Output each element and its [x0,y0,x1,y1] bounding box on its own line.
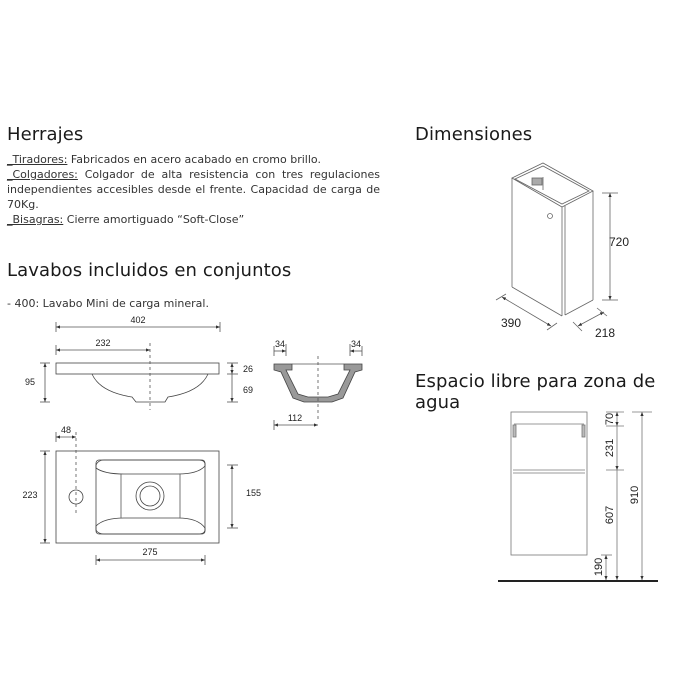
item-text: Colgador de alta resistencia con tres re… [7,168,380,211]
dim-720: 720 [609,235,629,249]
dim-95: 95 [25,377,35,387]
herrajes-item-tiradores: _Tiradores: Fabricados en acero acabado … [7,152,380,167]
dim-190: 190 [593,558,605,576]
herrajes-title: Herrajes [7,124,84,145]
dim-34-left: 34 [275,339,285,349]
dim-607: 607 [604,506,616,524]
herrajes-item-colgadores: _Colgadores: Colgador de alta resistenci… [7,167,380,212]
dim-218: 218 [595,326,615,340]
herrajes-text: _Tiradores: Fabricados en acero acabado … [7,152,380,227]
dim-275: 275 [142,547,157,557]
dim-223: 223 [22,490,37,500]
espacio-title: Espacio libre para zona de agua [415,371,656,413]
dim-390: 390 [501,316,521,330]
item-label: _Colgadores: [7,168,78,181]
item-text: Cierre amortiguado “Soft-Close” [63,213,245,226]
dim-48: 48 [61,425,71,435]
lavabos-subtitle: - 400: Lavabo Mini de carga mineral. [7,297,209,310]
washbasin-section-view [273,344,363,430]
dim-70: 70 [604,413,616,425]
dimensiones-title: Dimensiones [415,124,533,145]
item-label: _Bisagras: [7,213,64,226]
water-zone-clearance-view [498,411,658,582]
dim-69: 69 [243,385,253,395]
herrajes-item-bisagras: _Bisagras: Cierre amortiguado “Soft-Clos… [7,212,380,227]
dim-402: 402 [130,315,145,325]
dim-155: 155 [246,488,261,498]
washbasin-top-view [40,432,238,565]
item-label: _Tiradores: [7,153,68,166]
cabinet-isometric-view [495,162,618,332]
item-text: Fabricados en acero acabado en cromo bri… [67,153,321,166]
dim-231: 231 [604,439,616,457]
dim-112: 112 [288,413,302,423]
washbasin-side-view [40,322,238,410]
dim-232: 232 [95,338,110,348]
lavabos-title: Lavabos incluidos en conjuntos [7,260,292,281]
dim-26: 26 [243,364,253,374]
dim-910: 910 [629,486,641,504]
dim-34-right: 34 [351,339,361,349]
